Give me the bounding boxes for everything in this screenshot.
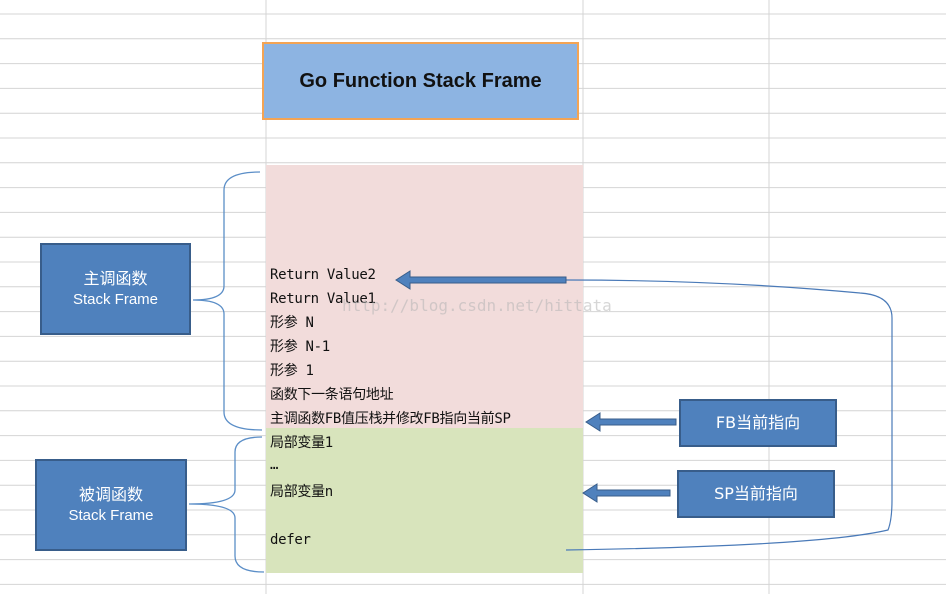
stack-entry-ellipsis: … [270,457,279,473]
stack-entry-defer: defer [270,532,311,548]
watermark: http://blog.csdn.net/hittata [342,296,612,315]
caller-stack-frame-box: 主调函数 Stack Frame [40,243,191,335]
stack-entry-local-var-n: 局部变量n [270,484,333,500]
sp-box-label: SP当前指向 [714,484,798,503]
callee-stack-frame-box: 被调函数 Stack Frame [35,459,187,551]
callee-frame-region [266,428,583,573]
sp-pointer-box: SP当前指向 [677,470,835,518]
callee-box-cn-label: 被调函数 [78,485,143,504]
stack-entry-return-address: 函数下一条语句地址 [270,387,394,403]
stack-entry-saved-fb: 主调函数FB值压栈并修改FB指向当前SP [270,411,511,427]
caller-box-cn-label: 主调函数 [83,269,148,288]
stack-entry-param-1: 形参 1 [270,363,314,379]
callee-box-en-label: Stack Frame [68,507,154,524]
fb-box-label: FB当前指向 [715,413,801,432]
stack-entry-local-var-1: 局部变量1 [270,435,333,451]
diagram-title: Go Function Stack Frame [262,42,579,120]
caller-box-en-label: Stack Frame [72,291,159,308]
stack-entry-return-value-2: Return Value2 [270,267,376,283]
stack-entry-return-value-1: Return Value1 [270,291,376,307]
fb-pointer-box: FB当前指向 [679,399,837,447]
stack-entry-param-n-minus-1: 形参 N-1 [270,339,330,355]
stack-entry-param-n: 形参 N [270,315,314,331]
caller-frame-region [266,165,583,428]
